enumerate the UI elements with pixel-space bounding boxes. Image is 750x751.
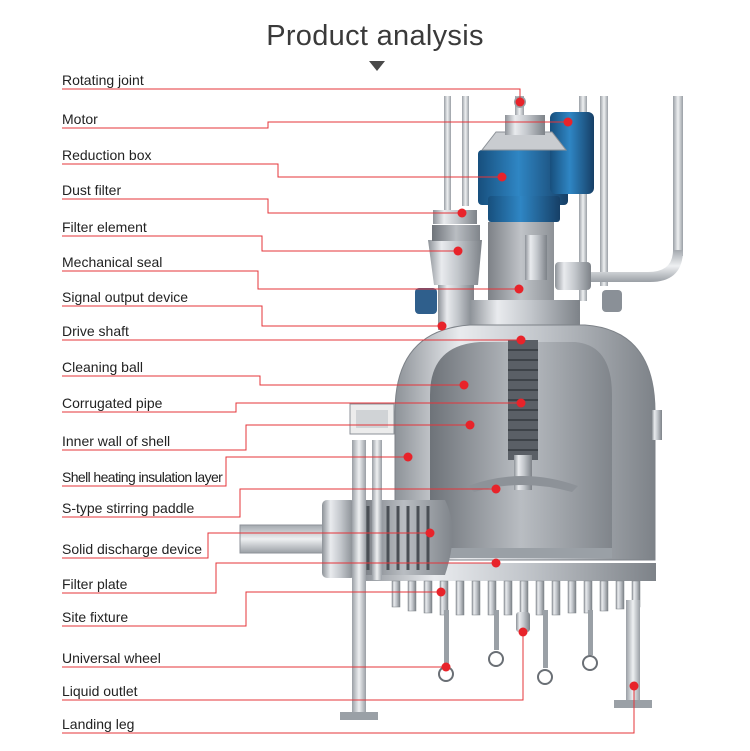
leader-solid-discharge — [62, 532, 430, 559]
leader-dust-filter — [62, 198, 462, 214]
label-filter-element: Filter element — [62, 219, 147, 235]
leader-liquid-outlet — [62, 632, 524, 701]
leader-reduction-box — [62, 163, 502, 178]
title-down-arrow-icon — [369, 61, 385, 71]
leader-cleaning-ball — [62, 375, 464, 386]
leader-lines — [62, 88, 635, 734]
label-mechanical-seal: Mechanical seal — [62, 254, 163, 270]
label-solid-discharge-device: Solid discharge device — [62, 541, 203, 557]
label-site-fixture: Site fixture — [62, 609, 129, 625]
label-landing-leg: Landing leg — [62, 716, 135, 732]
leader-filter-plate — [62, 562, 496, 594]
motor-assembly — [478, 96, 594, 222]
leader-shell-heating — [62, 456, 408, 487]
label-s-type-stirring-paddle: S-type stirring paddle — [62, 500, 195, 516]
leader-mechanical-seal — [62, 270, 519, 290]
leader-signal-output-device — [62, 305, 442, 327]
label-reduction-box: Reduction box — [62, 147, 152, 163]
leader-s-paddle — [62, 488, 496, 518]
label-signal-output-device: Signal output device — [62, 289, 189, 305]
leader-rotating-joint — [62, 88, 521, 102]
label-universal-wheel: Universal wheel — [62, 650, 161, 666]
callout-dots — [403, 97, 639, 691]
label-dust-filter: Dust filter — [62, 182, 122, 198]
leader-filter-element — [62, 235, 458, 252]
legs — [340, 440, 652, 720]
label-motor: Motor — [62, 111, 98, 127]
page-title: Product analysis — [266, 20, 484, 52]
solid-discharge-device — [239, 500, 453, 578]
leader-site-fixture — [62, 591, 441, 627]
leader-motor — [62, 121, 568, 129]
label-corrugated-pipe: Corrugated pipe — [62, 395, 163, 411]
leader-landing-leg — [62, 686, 635, 734]
top-fittings — [415, 210, 622, 330]
leader-inner-wall — [62, 424, 470, 451]
leader-corrugated-pipe — [62, 402, 521, 413]
label-drive-shaft: Drive shaft — [62, 323, 129, 339]
label-inner-wall-of-shell: Inner wall of shell — [62, 433, 171, 449]
label-filter-plate: Filter plate — [62, 576, 128, 592]
label-rotating-joint: Rotating joint — [62, 72, 144, 88]
label-shell-heating-insulation-layer: Shell heating insulation layer — [62, 469, 223, 485]
label-liquid-outlet: Liquid outlet — [62, 683, 138, 699]
label-cleaning-ball: Cleaning ball — [62, 359, 143, 375]
